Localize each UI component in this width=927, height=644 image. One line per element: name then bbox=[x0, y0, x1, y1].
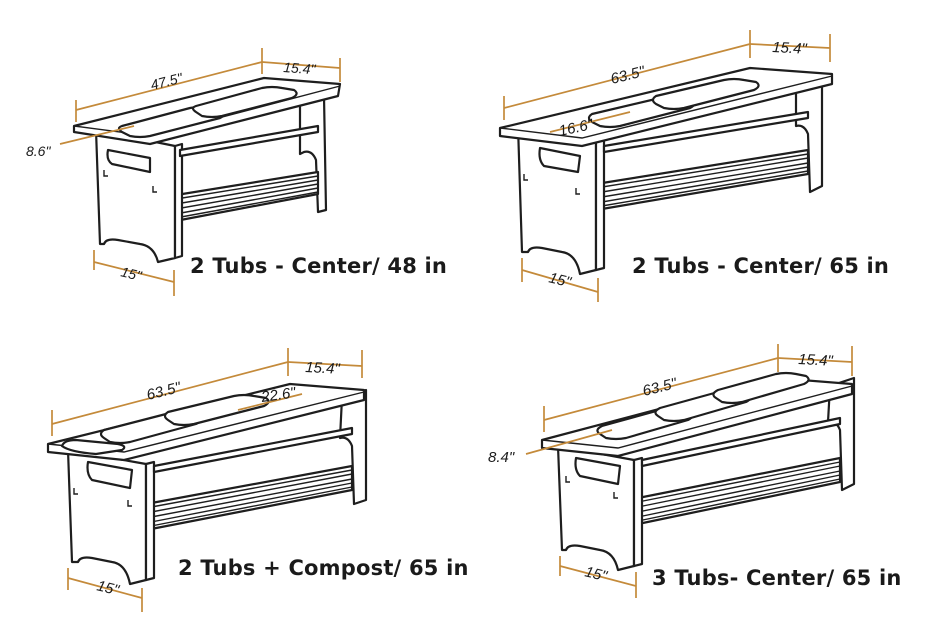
table-3-tub-label: 22.6" bbox=[259, 384, 297, 406]
table-4-tub-label: 8.4" bbox=[488, 449, 515, 466]
table-1-drawing: 47.5" 15.4" 8.6" 15" bbox=[26, 48, 342, 296]
table-2-depth-label: 15.4" bbox=[772, 39, 808, 58]
table-4-leg-label: 15" bbox=[583, 563, 609, 585]
table-4-caption: 3 Tubs- Center/ 65 in bbox=[652, 566, 902, 590]
table-1-leg-label: 15" bbox=[119, 263, 144, 284]
table-2-caption: 2 Tubs - Center/ 65 in bbox=[632, 254, 890, 278]
table-1-length-label: 47.5" bbox=[149, 69, 185, 93]
table-4-length-label: 63.5" bbox=[641, 375, 679, 400]
table-4-depth-label: 15.4" bbox=[798, 351, 834, 370]
table-2-leg-label: 15" bbox=[547, 269, 573, 291]
table-2-length-label: 63.5" bbox=[609, 63, 647, 88]
table-1-depth-label: 15.4" bbox=[283, 59, 317, 77]
table-4-drawing: 63.5" 15.4" 8.4" 15" bbox=[488, 344, 856, 598]
table-3-leg-label: 15" bbox=[95, 577, 121, 599]
table-3-depth-label: 15.4" bbox=[305, 359, 341, 378]
table-3-length-label: 63.5" bbox=[145, 379, 183, 404]
table-3-caption: 2 Tubs + Compost/ 65 in bbox=[178, 556, 469, 580]
table-3-drawing: 63.5" 15.4" 22.6" 15" bbox=[46, 348, 368, 612]
table-1-caption: 2 Tubs - Center/ 48 in bbox=[190, 254, 448, 278]
table-2-tub-label: 16.6" bbox=[557, 116, 595, 140]
table-1-tub-label: 8.6" bbox=[26, 143, 51, 159]
